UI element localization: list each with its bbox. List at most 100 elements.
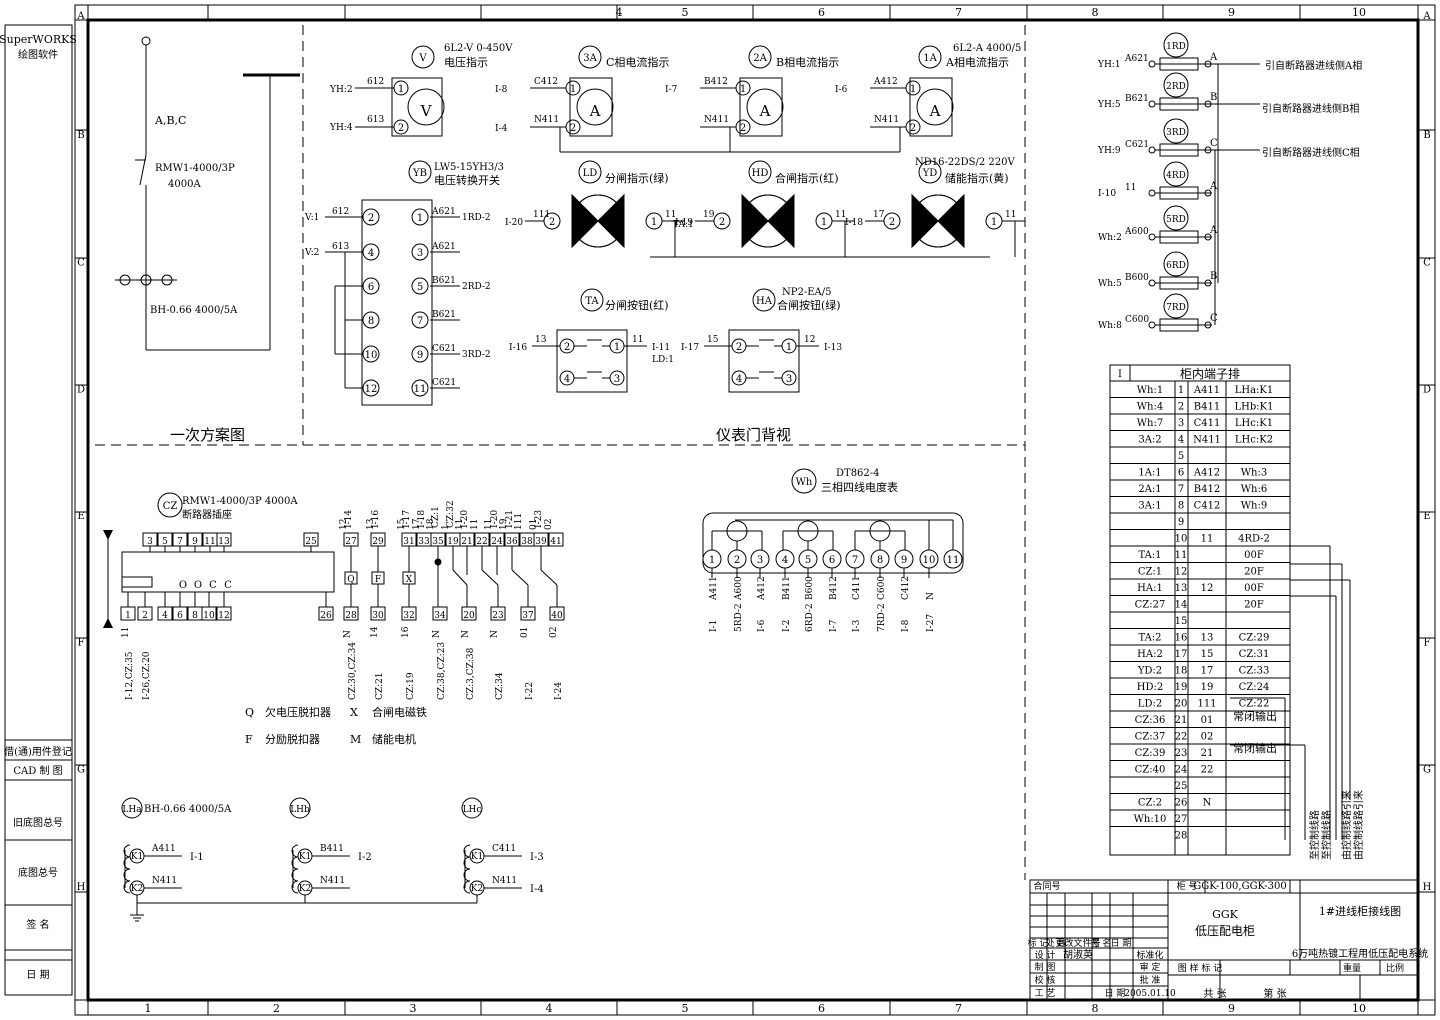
cz-model: RMW1-4000/3P 4000A	[182, 496, 298, 507]
terminal-num: 1	[821, 217, 827, 228]
terminal-cell: CZ:1	[1138, 567, 1162, 578]
terminal-cell: 15	[1175, 616, 1188, 627]
terminal	[1148, 279, 1156, 287]
fuse-tag	[1163, 161, 1189, 187]
wire-number: N411	[704, 115, 729, 125]
tb-rev-head: 签 名	[1091, 937, 1112, 949]
terminal-cell: CZ:29	[1239, 633, 1270, 644]
terminal-num: 8	[368, 316, 374, 327]
cz-top-terminal	[548, 532, 564, 547]
terminal-cell: 25	[1175, 781, 1188, 792]
meter-wire: A600	[734, 576, 744, 601]
col-label: 5	[682, 6, 689, 19]
terminal-num: 2	[719, 217, 725, 228]
cz-top-num: 29	[372, 537, 384, 547]
terminal-num: 2	[889, 217, 895, 228]
fuse-ext: YH:5	[1097, 100, 1121, 110]
lamp-fill	[597, 193, 625, 249]
wire-ext: I-4	[495, 124, 508, 134]
terminal-cell: 19	[1201, 682, 1214, 693]
fuse-tag-text: 6RD	[1166, 261, 1186, 271]
terminal	[1148, 60, 1156, 68]
terminal-cell: CZ:39	[1135, 748, 1166, 759]
instrument-tag-text: 2A	[753, 53, 767, 64]
sidebar-row: CAD 制 图	[13, 764, 62, 777]
terminal-block-frame	[1109, 364, 1291, 856]
meter-wire: N	[926, 592, 936, 600]
terminal-num: 3	[786, 374, 792, 385]
terminal	[1204, 100, 1212, 108]
terminal-cell: 24	[1175, 765, 1188, 776]
terminal-cell: 27	[1175, 814, 1188, 825]
wire-ext: 2RD-2	[462, 282, 491, 292]
cz-top-num: 13	[218, 537, 230, 547]
wire-ext: I-19	[675, 218, 693, 228]
ct-terminal-num: K2	[299, 884, 311, 894]
terminal-num: 1	[740, 84, 746, 95]
terminal-cell: YD:2	[1137, 666, 1162, 677]
row-label: D	[77, 385, 85, 396]
cz-tag-text: CZ	[163, 501, 178, 512]
cz-top-num: 9	[192, 537, 198, 547]
terminal-cell: 4RD-2	[1238, 534, 1270, 545]
tb-scale: 比例	[1386, 962, 1404, 974]
terminal-cell: HA:2	[1137, 649, 1163, 660]
switch-body	[361, 199, 433, 406]
terminal-cell: 8	[1178, 501, 1184, 512]
cz-bot-num: 8	[192, 611, 198, 621]
tb-row-label: 制 图	[1035, 961, 1056, 973]
terminal-cell: Wh:7	[1137, 418, 1163, 429]
terminal-cell: 26	[1175, 798, 1188, 809]
terminal-num: 1	[786, 342, 792, 353]
terminal-cell: CZ:31	[1239, 649, 1270, 660]
ct-tag-text: LHb	[290, 805, 310, 815]
instrument-tag	[748, 45, 772, 69]
fuse-tag	[1163, 205, 1189, 231]
meter-ext: 6RD-2	[805, 603, 815, 632]
terminal-num: 2	[549, 217, 555, 228]
cz-bot-num: 32	[403, 611, 414, 621]
tb-cab-name: 低压配电柜	[1195, 924, 1255, 938]
meter-ext: I-8	[901, 619, 911, 632]
meter-ext: I-6	[757, 619, 767, 632]
wire-ext: YH:2	[329, 85, 353, 95]
terminal-cell: 19	[1175, 682, 1188, 693]
terminal-cell: 12	[1201, 583, 1214, 594]
terminal	[362, 311, 380, 329]
terminal-cell: 20	[1175, 699, 1188, 710]
tb-cab-type: GGK	[1212, 908, 1239, 921]
cz-bot-wire: N	[432, 630, 442, 638]
terminal	[411, 379, 429, 397]
meter-wire: A412	[757, 576, 767, 601]
col-label: 7	[955, 6, 962, 19]
cz-bot-num: 12	[218, 611, 229, 621]
col-label: 9	[1228, 6, 1235, 19]
tb-label: 合同号	[1033, 880, 1060, 892]
wire-ext: LD:1	[652, 355, 674, 365]
terminal-cell: 10	[1175, 534, 1188, 545]
fuse-group: YH:1A6211RDAYH:5B6212RDBYH:9C6213RDCI-10…	[1097, 32, 1362, 332]
arrow	[103, 618, 113, 628]
terminal-num: 2	[564, 342, 570, 353]
terminal-cell: 6	[1178, 468, 1184, 479]
terminal-cell: 20F	[1244, 567, 1264, 578]
terminal-cell: CZ:22	[1239, 699, 1270, 710]
terminal-num: 4	[368, 248, 374, 259]
terminal-cell: 11	[1201, 534, 1214, 545]
terminal-num: 2	[398, 123, 404, 134]
fuse-tag	[1163, 72, 1189, 98]
cz-top-wire: 01	[529, 519, 539, 530]
ct-wire: N411	[492, 876, 517, 886]
terminal	[1204, 146, 1212, 154]
instrument-tag	[748, 160, 772, 184]
wire-ext: I-6	[835, 85, 848, 95]
legend-text: 储能电机	[372, 732, 416, 746]
instrument-tag-text: 1A	[923, 53, 937, 64]
cz-bot-wire: N	[490, 630, 500, 638]
tb-weight: 重量	[1343, 962, 1361, 974]
tb-drawing-name: 1#进线柜接线图	[1319, 904, 1401, 918]
terminal	[411, 243, 429, 261]
wire-number: 612	[332, 207, 349, 217]
